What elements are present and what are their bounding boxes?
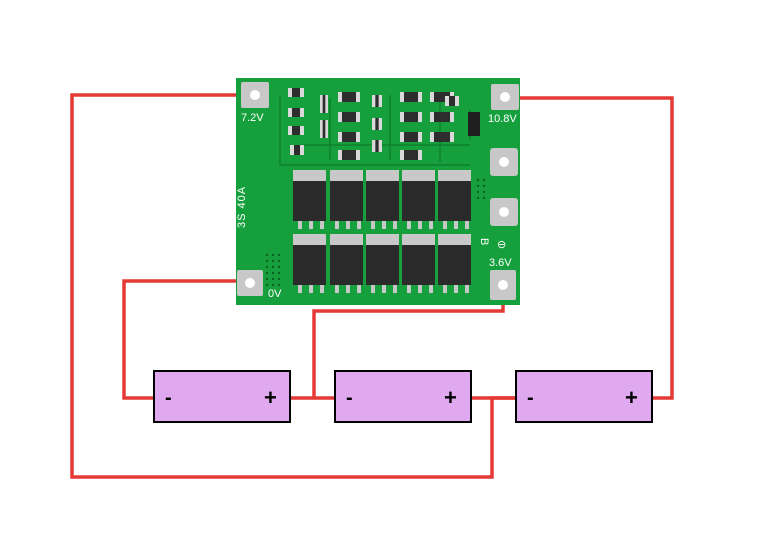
pad-7v2 (241, 82, 269, 108)
battery-2-body (334, 370, 472, 423)
mosfet (438, 170, 471, 229)
label-3v6: 3.6V (489, 257, 512, 269)
side-mark-b: B (478, 238, 490, 245)
mosfet (366, 234, 399, 293)
mosfet (402, 234, 435, 293)
terminal-pads (237, 82, 519, 300)
smd-component (400, 112, 422, 122)
mosfet (293, 234, 326, 293)
mosfet (366, 170, 399, 229)
battery-3: - + (515, 370, 653, 423)
mosfet (330, 234, 363, 293)
battery-1-body (153, 370, 291, 423)
bms-board: 7.2V 10.8V 0V 3.6V 3S 40A B ⊖ (236, 78, 520, 305)
smd-component (372, 140, 382, 152)
smd-component (400, 132, 422, 142)
smd-component (338, 92, 360, 102)
pad-0v (237, 270, 263, 296)
battery-2: - + (334, 370, 472, 423)
smd-component (372, 95, 382, 107)
battery-3-body (515, 370, 653, 423)
smd-component (320, 95, 328, 113)
label-0v: 0V (268, 288, 282, 300)
pcb-traces (279, 95, 471, 166)
smd-component (430, 132, 454, 142)
pcb-dots (265, 178, 486, 287)
mosfet (293, 170, 326, 229)
wire-0v (122, 279, 250, 400)
smd-component (338, 150, 360, 160)
smd-component (430, 112, 454, 122)
battery-1-negative: - (165, 387, 172, 409)
wire-10v8 (504, 96, 674, 400)
mosfet (438, 234, 471, 293)
pad-p-minus (490, 198, 518, 226)
mosfet (330, 170, 363, 229)
smd-component (372, 118, 382, 130)
battery-2-positive: + (444, 385, 457, 410)
model-label: 3S 40A (236, 186, 248, 228)
smd-component (338, 132, 360, 142)
mosfet (402, 170, 435, 229)
smd-components (288, 88, 480, 160)
smd-component (400, 92, 422, 102)
pad-10v8 (491, 84, 519, 110)
smd-component (288, 88, 304, 97)
battery-3-negative: - (527, 387, 534, 409)
label-10v8: 10.8V (488, 113, 517, 125)
label-7v2: 7.2V (241, 112, 264, 124)
battery-2-negative: - (346, 387, 353, 409)
smd-component (400, 150, 422, 160)
smd-component (445, 96, 459, 106)
pad-3v6 (490, 270, 516, 300)
side-mark-minus: ⊖ (497, 239, 506, 251)
control-ic (468, 112, 480, 136)
battery-1-positive: + (264, 385, 277, 410)
smd-component (338, 112, 360, 122)
battery-3-positive: + (625, 385, 638, 410)
battery-1: - + (153, 370, 291, 423)
smd-component (288, 126, 304, 135)
smd-component (320, 120, 328, 138)
smd-component (290, 145, 304, 155)
mosfet-array (293, 170, 471, 293)
pad-b-top (490, 148, 518, 176)
smd-component (288, 108, 304, 117)
